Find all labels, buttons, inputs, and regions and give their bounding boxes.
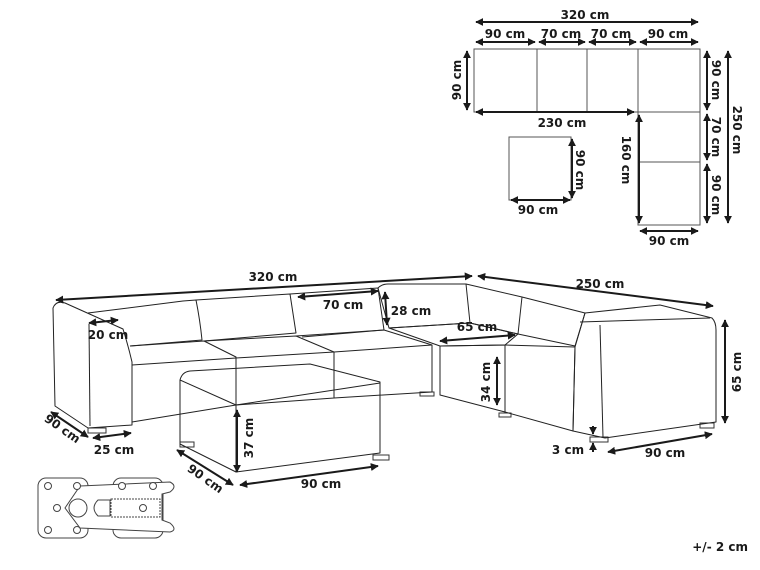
- armrest-width-label: 20 cm: [88, 328, 129, 342]
- seat-depth-label: 65 cm: [457, 320, 498, 334]
- backrest-6: [517, 296, 586, 347]
- plan-ottoman: [508, 136, 572, 201]
- plan-corner-width-label: 90 cm: [649, 234, 690, 248]
- connector-pin: [68, 498, 88, 518]
- module-width-label: 70 cm: [323, 298, 364, 312]
- backrest-3: [289, 287, 385, 337]
- leg: [87, 427, 107, 434]
- total-width-label: 320 cm: [249, 270, 298, 284]
- plan-module-corner: [637, 48, 701, 113]
- plan-module-5: [637, 111, 701, 163]
- plan-total-length-label: 250 cm: [730, 106, 744, 155]
- ottoman-width-label: 90 cm: [301, 477, 342, 491]
- seat-cushion-3: [301, 329, 433, 399]
- seat-5-front: [439, 344, 506, 413]
- left-armrest: [52, 301, 133, 429]
- ottoman: [179, 363, 381, 473]
- ottoman-height-label: 37 cm: [242, 418, 256, 459]
- plan-segment-label: 70 cm: [591, 27, 632, 41]
- seat-6-front: [504, 344, 576, 432]
- leg-height-label: 3 cm: [552, 443, 584, 457]
- plan-segment-label: 90 cm: [648, 27, 689, 41]
- seat-height-label: 34 cm: [479, 362, 493, 403]
- tolerance-note: +/- 2 cm: [692, 540, 748, 554]
- plan-right-segment-label: 70 cm: [709, 117, 723, 158]
- plan-module-3: [586, 48, 639, 113]
- leg-offset-label: 25 cm: [94, 443, 135, 457]
- backrest-height-label: 28 cm: [391, 304, 432, 318]
- plan-right-segment-label: 90 cm: [709, 60, 723, 101]
- plan-view: 320 cm 90 cm 70 cm 70 cm 90 cm 90 cm 230…: [450, 8, 744, 248]
- plan-module-2: [536, 48, 588, 113]
- corner-depth-label: 90 cm: [645, 446, 686, 460]
- plan-ottoman-width-label: 90 cm: [518, 203, 559, 217]
- plan-total-width-label: 320 cm: [561, 8, 610, 22]
- seat-cushion-2: [203, 335, 335, 406]
- total-length-label: 250 cm: [576, 277, 625, 291]
- seat-cushion-1: [129, 340, 237, 423]
- plan-module-6: [637, 161, 701, 226]
- connector-clip-detail: [37, 477, 175, 539]
- plan-ottoman-depth-label: 90 cm: [573, 150, 587, 191]
- perspective-view: 320 cm 250 cm 70 cm 28 cm 20 cm 65 cm 34…: [42, 270, 744, 496]
- plan-inner-length-label: 160 cm: [619, 136, 633, 185]
- backrest-2: [195, 293, 297, 342]
- plan-segment-label: 90 cm: [485, 27, 526, 41]
- plan-module-1: [473, 48, 538, 113]
- total-height-label: 65 cm: [730, 352, 744, 393]
- right-armrest: [572, 304, 717, 439]
- leg: [372, 454, 390, 461]
- plan-left-depth-label: 90 cm: [450, 60, 464, 101]
- plan-right-segment-label: 90 cm: [709, 175, 723, 216]
- plan-segment-label: 70 cm: [541, 27, 582, 41]
- corner-seat: [388, 322, 519, 347]
- plan-inner-width-label: 230 cm: [538, 116, 587, 130]
- leg: [498, 412, 512, 418]
